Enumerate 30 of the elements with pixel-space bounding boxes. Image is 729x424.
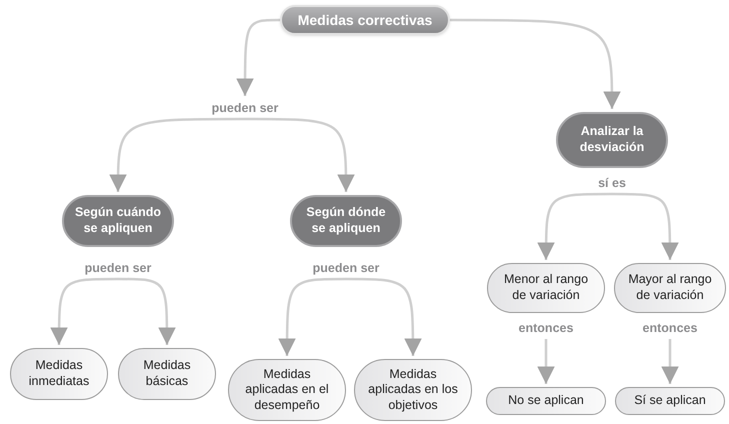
arrow (118, 278, 176, 345)
concept-bubble: Medidas aplicadas en los objetivos (354, 359, 472, 421)
linking-phrase: pueden ser (195, 99, 295, 117)
concept-bubble: Medidas inmediatas (10, 348, 108, 400)
arrow (346, 278, 422, 356)
arrow (450, 18, 621, 109)
arrow (245, 118, 355, 192)
linking-phrase: pueden ser (68, 259, 168, 277)
arrow (278, 278, 346, 356)
concept-bubble: Según dónde se apliquen (290, 195, 402, 247)
arrow (236, 18, 280, 96)
concept-bubble: Sí se aplican (615, 387, 725, 415)
concept-bubble: Menor al rango de variación (487, 263, 605, 313)
title-bubble: Medidas correctivas (280, 5, 450, 35)
concept-bubble: No se aplican (486, 387, 606, 415)
arrow (50, 278, 118, 345)
arrow (612, 192, 679, 260)
concept-bubble: Medidas aplicadas en el desempeño (228, 359, 346, 421)
linking-phrase: entonces (506, 319, 586, 337)
concept-bubble: Según cuándo se apliquen (62, 195, 174, 247)
arrow (537, 339, 555, 384)
concept-bubble: Medidas básicas (118, 348, 216, 400)
arrow (661, 339, 679, 384)
arrow (109, 118, 245, 192)
linking-phrase: pueden ser (296, 259, 396, 277)
linking-phrase: sí es (582, 174, 642, 192)
linking-phrase: entonces (630, 319, 710, 337)
arrow (537, 192, 612, 260)
concept-bubble: Analizar la desviación (556, 112, 668, 168)
concept-bubble: Mayor al rango de variación (614, 263, 726, 313)
